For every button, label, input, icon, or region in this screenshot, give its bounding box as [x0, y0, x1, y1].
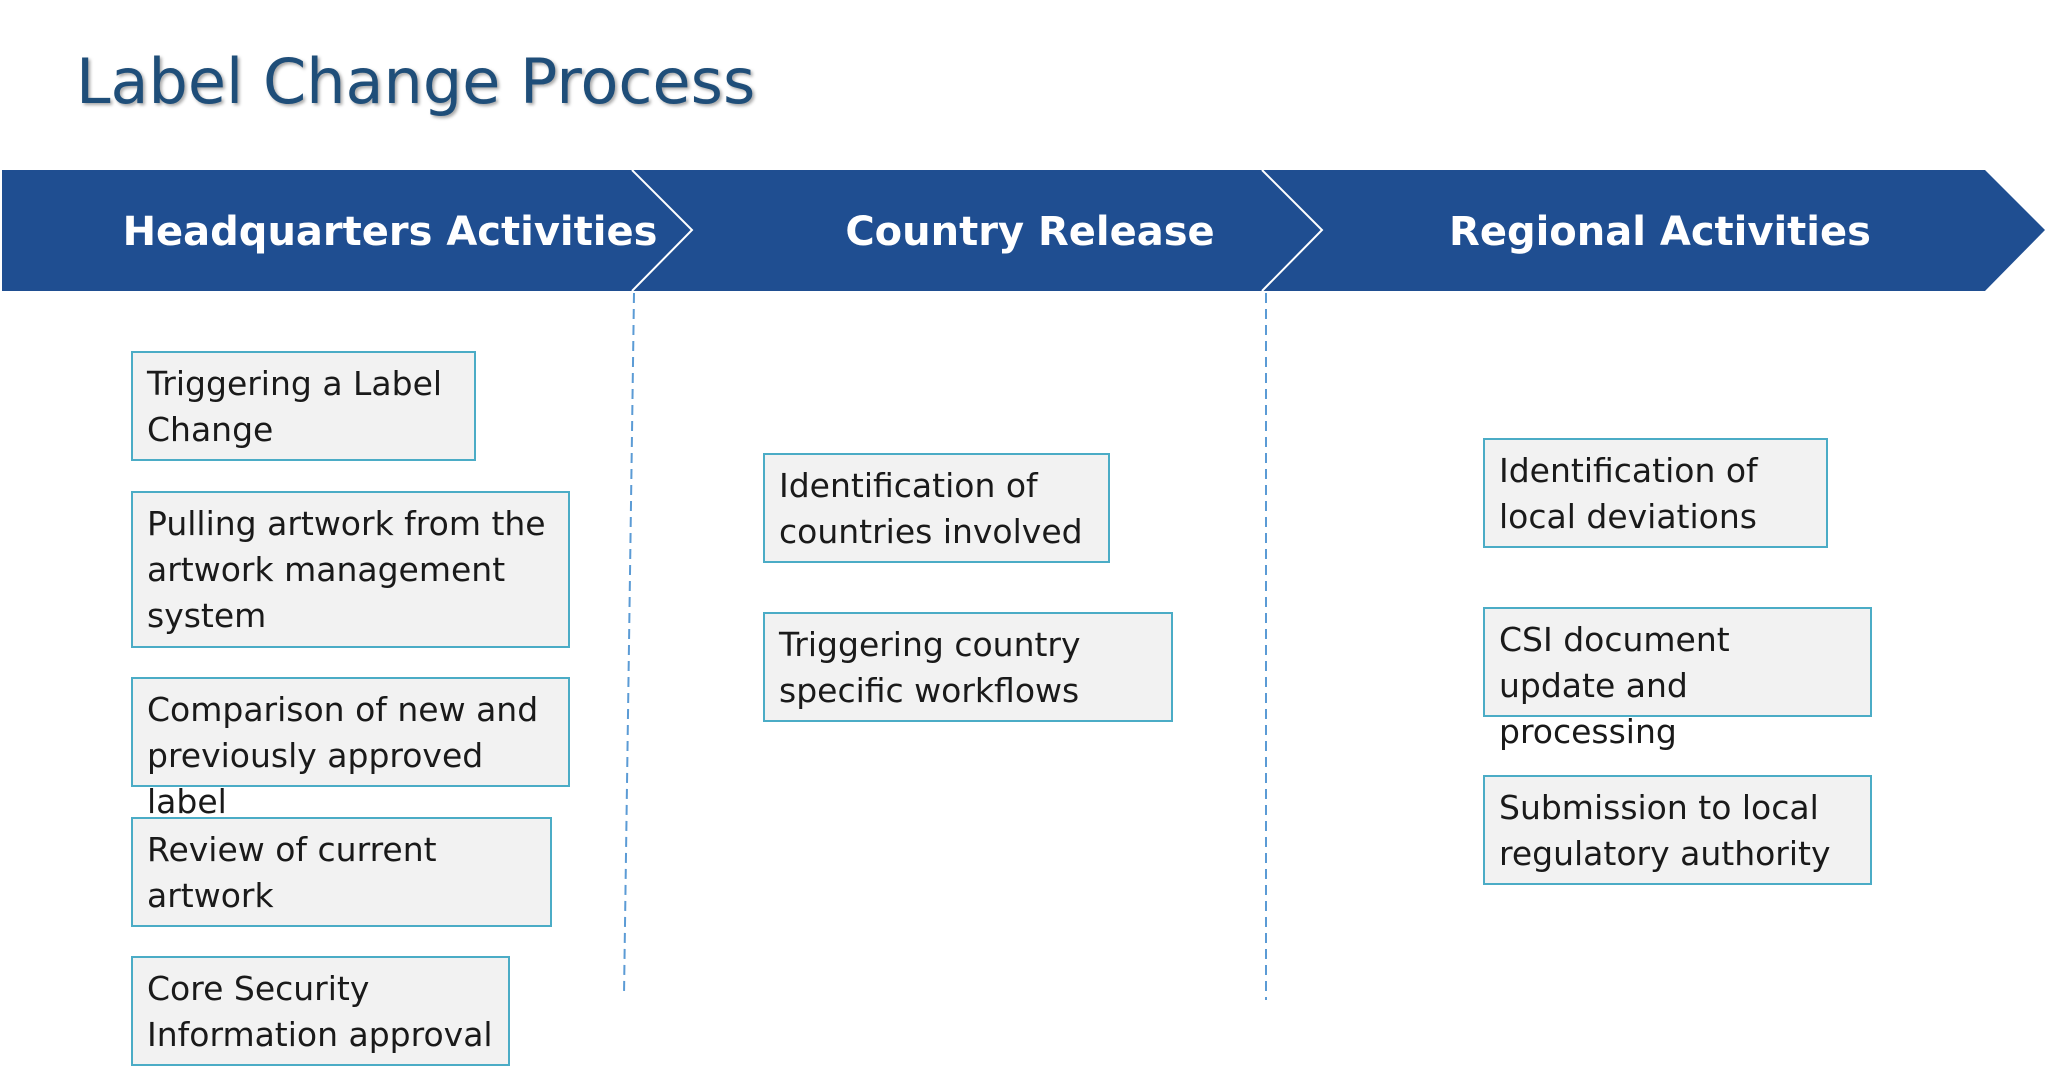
- phase-divider-1: [623, 292, 635, 996]
- step-box: CSI document update and processing: [1483, 607, 1872, 751]
- step-box: Identification of local deviations: [1483, 438, 1828, 548]
- step-box: Triggering a Label Change: [131, 351, 476, 461]
- step-box: Submission to local regulatory authority: [1483, 775, 1872, 885]
- phase-country-release: Country Release: [845, 209, 1215, 255]
- phase-regional-activities: Regional Activities: [1449, 209, 1871, 255]
- step-box: Comparison of new and previously approve…: [131, 677, 570, 821]
- page-title: Label Change Process: [76, 45, 756, 118]
- step-box: Identification of countries involved: [763, 453, 1110, 563]
- step-box: Review of current artwork: [131, 817, 552, 927]
- phase-headquarters-activities: Headquarters Activities: [122, 209, 658, 255]
- step-box: Core Security Information approval: [131, 956, 510, 1066]
- step-box: Pulling artwork from the artwork managem…: [131, 491, 570, 648]
- step-box: Triggering country specific workflows: [763, 612, 1173, 722]
